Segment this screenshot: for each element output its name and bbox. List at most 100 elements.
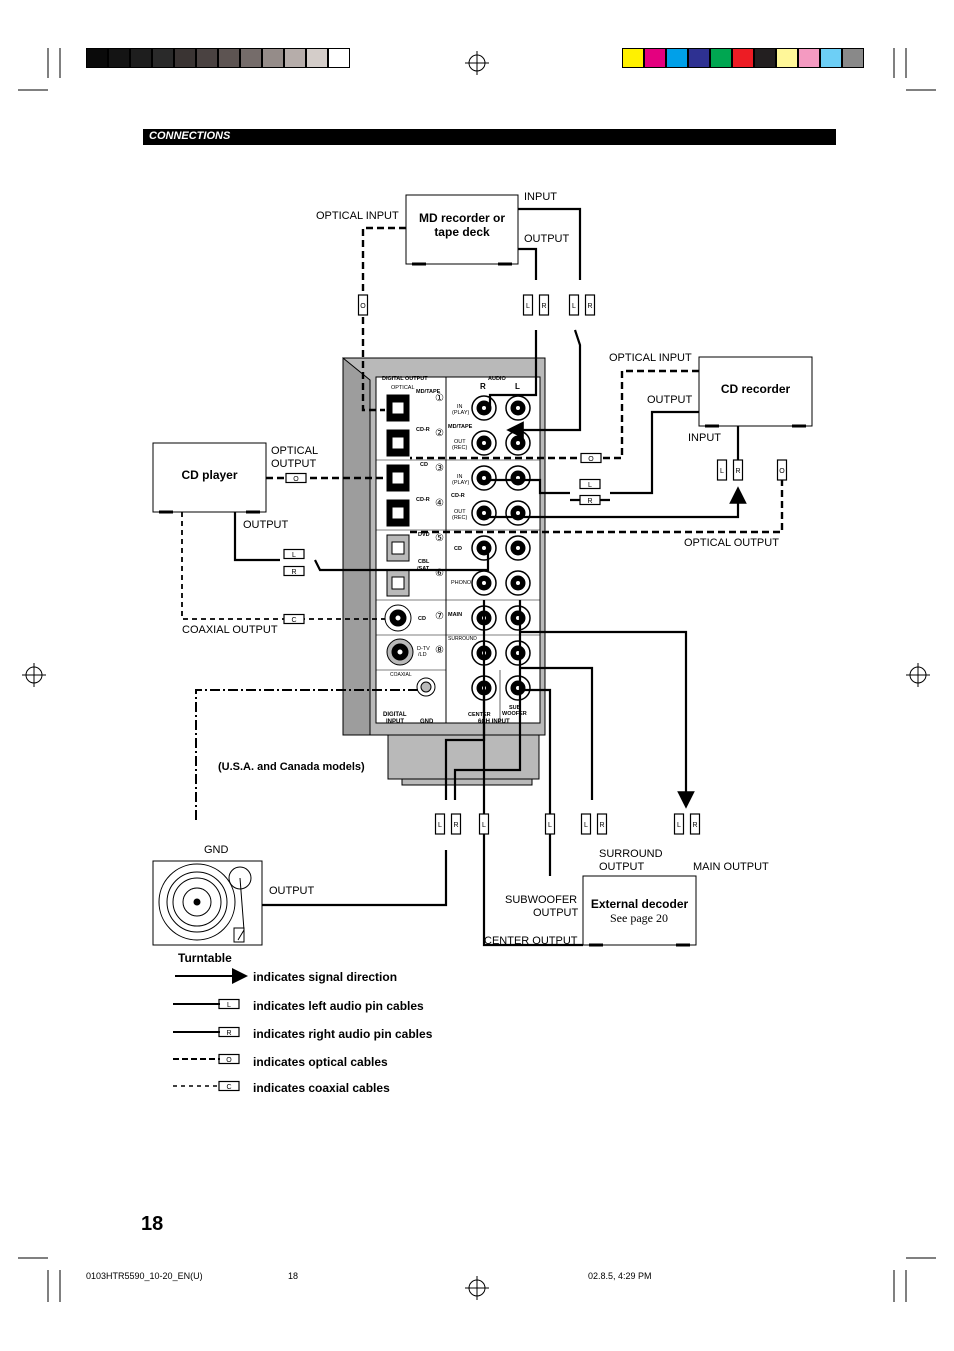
panel-l: L bbox=[515, 382, 520, 391]
md-recorder-label: MD recorder or tape deck bbox=[418, 211, 506, 239]
panel-out-2: OUT bbox=[454, 509, 466, 515]
panel-6ch-input: 6CH INPUT bbox=[478, 719, 510, 725]
panel-r: R bbox=[480, 382, 486, 391]
device-boxes bbox=[152, 194, 813, 947]
panel-in-2: IN bbox=[457, 474, 463, 480]
svg-text:C: C bbox=[291, 617, 296, 624]
panel-md-tape-2: MD/TAPE bbox=[448, 424, 473, 430]
panel-coaxial: COAXIAL bbox=[390, 672, 412, 678]
svg-text:R: R bbox=[453, 822, 458, 829]
panel-num-4: ④ bbox=[435, 498, 444, 509]
subwoofer-plug-18: L bbox=[544, 813, 556, 835]
footer-page: 18 bbox=[288, 1271, 299, 1281]
color-swatch-8 bbox=[798, 48, 820, 68]
gray-swatch-6 bbox=[218, 48, 240, 68]
optical-input-md-label: OPTICAL INPUT bbox=[316, 210, 399, 222]
color-swatch-6 bbox=[754, 48, 776, 68]
subwoofer-output-label-1: SUBWOOFER bbox=[505, 894, 578, 906]
panel-num-1: ① bbox=[435, 393, 444, 404]
svg-text:L: L bbox=[438, 822, 442, 829]
svg-text:L: L bbox=[588, 482, 592, 489]
legend-coaxial: indicates coaxial cables bbox=[253, 1081, 390, 1095]
gray-swatch-7 bbox=[240, 48, 262, 68]
legend-optical-plug-25: O bbox=[218, 1053, 240, 1065]
panel-center: CENTER bbox=[468, 712, 491, 718]
section-title: CONNECTIONS bbox=[149, 130, 231, 142]
gray-swatch-4 bbox=[174, 48, 196, 68]
right-plug-3: R bbox=[584, 294, 596, 316]
rca-jack-pin bbox=[481, 510, 487, 516]
panel-num-2: ② bbox=[435, 428, 444, 439]
gray-swatch-8 bbox=[262, 48, 284, 68]
panel-digital-input-2: INPUT bbox=[386, 719, 404, 725]
coaxial-plug-14: C bbox=[283, 613, 305, 625]
svg-text:L: L bbox=[677, 822, 681, 829]
optical-input-cdr-label: OPTICAL INPUT bbox=[609, 352, 692, 364]
right-plug-22: R bbox=[689, 813, 701, 835]
left-plug-0: L bbox=[522, 294, 534, 316]
gray-swatch-5 bbox=[196, 48, 218, 68]
panel-dvd: DVD bbox=[418, 532, 430, 538]
crop-marks bbox=[18, 48, 936, 1302]
svg-text:L: L bbox=[482, 822, 486, 829]
panel-num-5: ⑤ bbox=[435, 533, 444, 544]
surround-output-label-1: SURROUND bbox=[599, 848, 663, 860]
panel-cbl-sat-1: CBL bbox=[418, 559, 430, 565]
output-cdr-label: OUTPUT bbox=[647, 394, 693, 406]
legend-signal-direction: indicates signal direction bbox=[253, 970, 398, 984]
color-swatch-0 bbox=[622, 48, 644, 68]
rca-jack-pin bbox=[515, 545, 521, 551]
optical-cables bbox=[266, 226, 784, 534]
svg-text:R: R bbox=[735, 468, 740, 475]
registration-marks bbox=[22, 51, 930, 1300]
panel-cd-r-3: CD-R bbox=[451, 493, 465, 499]
rca-jack-pin bbox=[515, 440, 521, 446]
left-plug-21: L bbox=[673, 813, 685, 835]
panel-play-1: (PLAY) bbox=[452, 410, 470, 416]
rca-jack-pin bbox=[481, 545, 487, 551]
rca-jack-pin bbox=[481, 440, 487, 446]
gray-swatch-10 bbox=[306, 48, 328, 68]
rca-jack-pin bbox=[515, 580, 521, 586]
optical-output-cd-label-1: OPTICAL bbox=[271, 445, 319, 457]
page-number: 18 bbox=[141, 1213, 164, 1235]
panel-surround: SURROUND bbox=[448, 636, 477, 642]
svg-text:C: C bbox=[226, 1084, 231, 1091]
optical-output-cdr-label: OPTICAL OUTPUT bbox=[684, 537, 779, 549]
footer-file: 0103HTR5590_10-20_EN(U) bbox=[86, 1271, 203, 1281]
optical-plug-4: O bbox=[357, 294, 369, 316]
panel-dtv-2: /LD bbox=[418, 652, 427, 658]
gray-swatch-1 bbox=[108, 48, 130, 68]
surround-output-label-2: OUTPUT bbox=[599, 861, 645, 873]
panel-play-2: (PLAY) bbox=[452, 480, 470, 486]
panel-in-1: IN bbox=[457, 404, 463, 410]
output-turntable-label: OUTPUT bbox=[269, 885, 315, 897]
color-swatch-1 bbox=[644, 48, 666, 68]
right-plug-13: R bbox=[283, 565, 305, 577]
gray-swatch-3 bbox=[152, 48, 174, 68]
left-plug-12: L bbox=[283, 548, 305, 560]
color-swatch-9 bbox=[820, 48, 842, 68]
right-plug-20: R bbox=[596, 813, 608, 835]
usa-models-label: (U.S.A. and Canada models) bbox=[218, 761, 365, 773]
optical-plug-10: O bbox=[776, 459, 788, 481]
center-output-label: CENTER OUTPUT bbox=[484, 935, 578, 947]
color-swatch-4 bbox=[710, 48, 732, 68]
svg-text:O: O bbox=[226, 1057, 232, 1064]
svg-text:R: R bbox=[226, 1030, 231, 1037]
legend-graphics bbox=[173, 968, 248, 1087]
svg-text:L: L bbox=[227, 1002, 231, 1009]
section-header: CONNECTIONS bbox=[143, 129, 836, 145]
color-swatch-2 bbox=[666, 48, 688, 68]
rca-jack-pin bbox=[481, 405, 487, 411]
turntable-label: Turntable bbox=[178, 951, 232, 965]
subwoofer-output-label-2: OUTPUT bbox=[533, 907, 579, 919]
panel-woofer: WOOFER bbox=[502, 711, 527, 717]
color-swatch-10 bbox=[842, 48, 864, 68]
svg-text:L: L bbox=[584, 822, 588, 829]
svg-text:O: O bbox=[360, 303, 366, 310]
legend-left-plug-23: L bbox=[218, 998, 240, 1010]
svg-text:L: L bbox=[526, 303, 530, 310]
gnd-wire bbox=[195, 689, 418, 820]
